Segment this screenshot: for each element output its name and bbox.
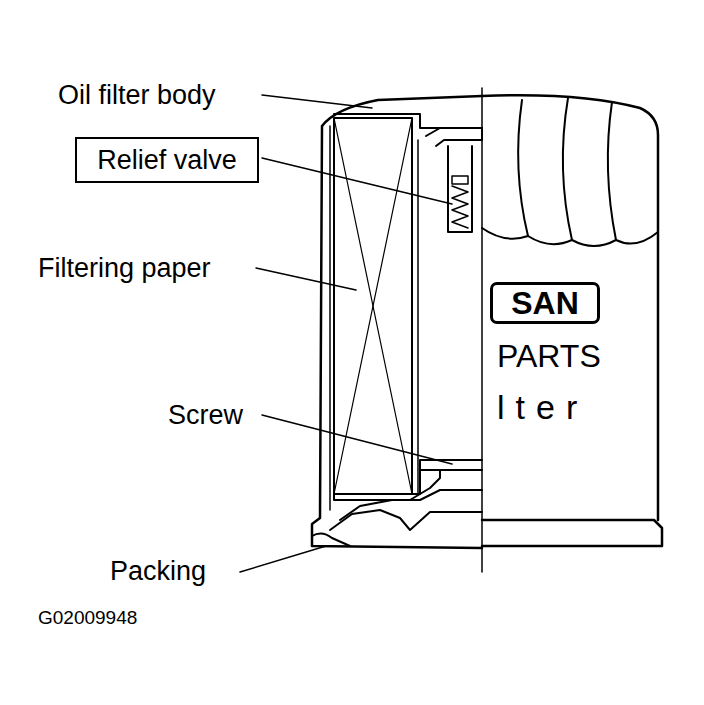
part-label: Oil filter body bbox=[58, 82, 216, 109]
end-plate bbox=[334, 114, 482, 128]
packing-ring bbox=[312, 533, 350, 546]
box-text: SAN bbox=[511, 287, 579, 319]
shell-inner bbox=[329, 126, 331, 510]
end-plate bbox=[334, 460, 482, 494]
valve-seat bbox=[426, 128, 482, 146]
valve-spring bbox=[452, 186, 468, 228]
base-plate bbox=[340, 490, 482, 520]
valve-disc bbox=[452, 176, 468, 184]
filter-exterior bbox=[482, 95, 658, 520]
part-label: Screw bbox=[168, 402, 243, 429]
brand-text: lter bbox=[497, 390, 588, 424]
hex-flat bbox=[518, 100, 528, 236]
screw-thread bbox=[420, 469, 482, 471]
base-plate bbox=[330, 510, 482, 530]
hex-flat bbox=[563, 98, 572, 240]
filter-paper bbox=[334, 118, 412, 494]
paper-hatch bbox=[334, 118, 412, 494]
filter-base bbox=[482, 520, 662, 546]
center-line bbox=[481, 88, 483, 572]
leader-line bbox=[262, 415, 452, 464]
valve-housing bbox=[448, 146, 472, 232]
brand-box: SAN bbox=[490, 282, 600, 324]
hex-edge bbox=[482, 228, 658, 246]
bottom-plate bbox=[334, 470, 440, 500]
leader-line bbox=[256, 268, 356, 290]
filter-shell bbox=[312, 96, 482, 548]
brand-text: PARTS bbox=[497, 340, 601, 372]
box-text: Relief valve bbox=[97, 147, 237, 174]
part-label: Packing bbox=[110, 558, 206, 585]
leader-line bbox=[240, 546, 326, 572]
leader-line bbox=[262, 158, 452, 204]
label-box: Relief valve bbox=[75, 137, 259, 183]
part-label: Filtering paper bbox=[38, 255, 211, 282]
hex-flat bbox=[608, 102, 616, 240]
leader-line bbox=[262, 95, 372, 108]
figure-code: G02009948 bbox=[38, 608, 137, 627]
paper-hatch bbox=[334, 118, 412, 494]
center-tube bbox=[417, 140, 419, 494]
